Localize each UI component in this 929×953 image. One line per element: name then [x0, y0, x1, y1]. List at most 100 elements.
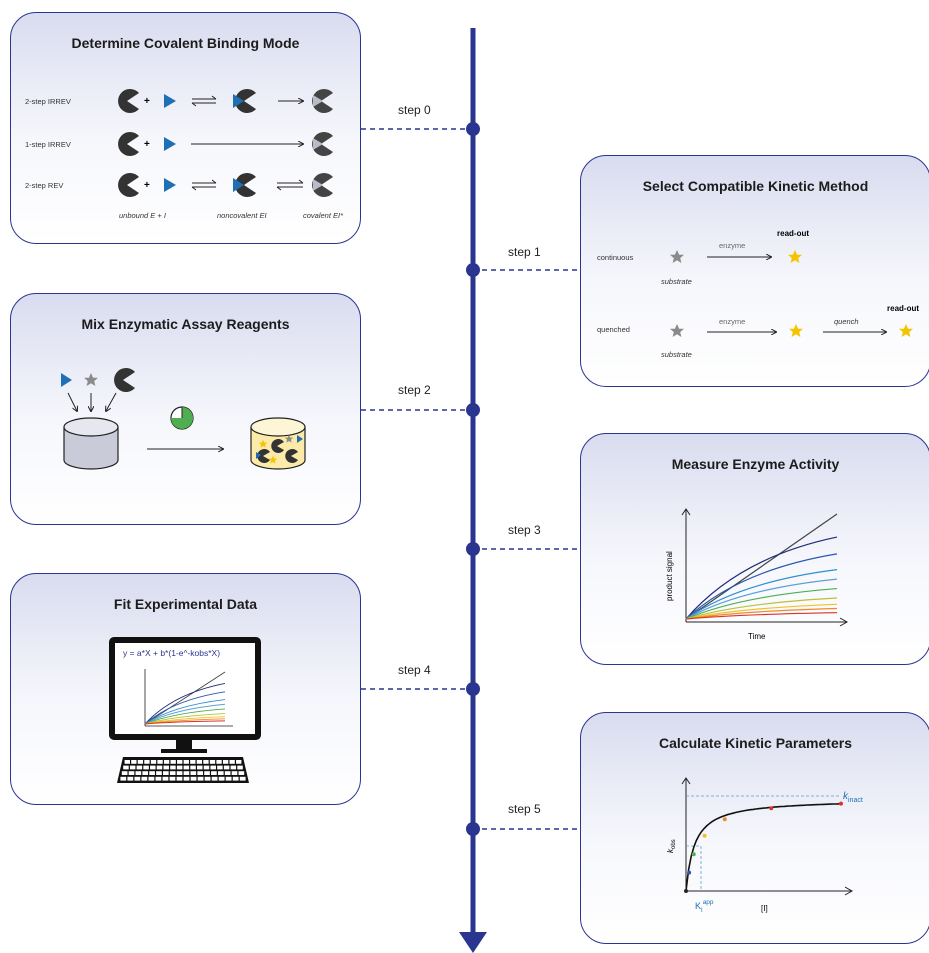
key [169, 771, 176, 775]
substrate-star-icon [670, 324, 684, 337]
key [150, 760, 157, 764]
key [170, 765, 176, 770]
data-point-0 [684, 889, 688, 893]
key [197, 765, 203, 770]
key [142, 771, 149, 775]
key [218, 776, 225, 781]
key [169, 776, 176, 781]
kobs-chart: kinact KIapp [I] kobs [666, 777, 863, 914]
step-label-0: step 0 [398, 103, 431, 117]
key [183, 760, 189, 764]
data-point-4 [722, 817, 727, 822]
key [204, 771, 210, 775]
key [137, 760, 144, 764]
key [176, 765, 183, 770]
ki-app-label: KIapp [695, 899, 714, 914]
key [224, 771, 231, 775]
activity-chart: product signal Time [665, 508, 849, 641]
key [183, 771, 190, 775]
series-line-3 [685, 569, 838, 620]
panel-mix-reagents: Mix Enzymatic Assay Reagents [10, 293, 361, 525]
label-substrate: substrate [661, 277, 692, 286]
key [156, 765, 163, 770]
series-line-8 [685, 607, 838, 620]
step1-node [466, 263, 480, 277]
key [236, 760, 242, 764]
key [156, 771, 162, 775]
inhibitor-icon [61, 373, 72, 387]
key [196, 760, 203, 764]
fit-series-line-3 [144, 699, 226, 725]
fit-series-line-9 [144, 720, 226, 725]
key [211, 776, 218, 781]
kinetic-method-scheme: continuous substrate enzyme read-out que… [597, 229, 919, 359]
plus-sign: + [144, 139, 150, 150]
y-axis-label: product signal [665, 551, 674, 601]
panel-fit-data-title: Fit Experimental Data [113, 596, 258, 612]
series-line-2 [685, 553, 838, 620]
key [155, 776, 162, 781]
key [216, 760, 222, 764]
panel-mix-reagents-title: Mix Enzymatic Assay Reagents [81, 316, 290, 332]
key [170, 760, 176, 764]
key [183, 776, 190, 781]
key [123, 765, 129, 770]
key [229, 760, 235, 764]
enzyme-icon [118, 89, 139, 113]
fit-series-line-4 [144, 703, 226, 725]
panel-binding-mode: Determine Covalent Binding Mode 2-step I… [10, 12, 361, 244]
computer-monitor-icon: y = a*X + b*(1-e^-kobs*X) [109, 637, 261, 783]
label-readout: read-out [887, 304, 919, 313]
label-quench: quench [834, 317, 859, 326]
key [222, 760, 229, 764]
key [135, 771, 142, 775]
panel-binding-mode-title: Determine Covalent Binding Mode [71, 35, 300, 51]
inhibitor-icon [164, 137, 176, 151]
key [190, 771, 197, 775]
key [237, 765, 243, 770]
key [163, 765, 169, 770]
panel-fit-data: Fit Experimental Data y = a*X + b*(1-e^-… [10, 573, 361, 805]
inhibitor-icon [164, 94, 176, 108]
key [238, 771, 245, 775]
key [177, 760, 183, 764]
key [120, 776, 127, 781]
clock-icon [170, 406, 194, 430]
binding-mode-scheme: 2-step IRREV 1-step IRREV 2-step REV + +… [25, 89, 344, 220]
key [209, 760, 216, 764]
step-label-4: step 4 [398, 663, 431, 677]
panel-kinetic-parameters: Calculate Kinetic Parameters kinact KIap… [580, 712, 929, 944]
data-point-3 [702, 833, 707, 838]
key [124, 760, 130, 764]
label-substrate: substrate [661, 350, 692, 359]
caption-unbound: unbound E + I [119, 211, 166, 220]
step4-node [466, 682, 480, 696]
series-line-4 [685, 578, 838, 620]
label-continuous: continuous [597, 253, 634, 262]
key [225, 776, 232, 781]
key [223, 765, 230, 770]
series-line-0 [685, 513, 838, 620]
key [217, 765, 223, 770]
key [134, 776, 141, 781]
step5-node [466, 822, 480, 836]
key [141, 776, 148, 781]
key [127, 776, 134, 781]
caption-covalent: covalent EI* [303, 211, 344, 220]
mix-reagents-scheme [61, 368, 306, 470]
equilibrium-arrow [191, 179, 217, 191]
panel-measure-activity: Measure Enzyme Activity product signal T… [580, 433, 929, 665]
caption-noncovalent: noncovalent EI [217, 211, 267, 220]
key [144, 760, 150, 764]
key [210, 765, 216, 770]
product-star-icon [789, 324, 803, 337]
series-line-1 [685, 536, 838, 620]
equilibrium-arrow [191, 95, 217, 107]
fit-series-line-2 [144, 691, 226, 725]
data-point-2 [691, 852, 696, 857]
y-axis-label: kobs [666, 839, 677, 853]
keyboard-icon [117, 757, 249, 783]
x-axis-label: [I] [761, 904, 768, 913]
fit-equation: y = a*X + b*(1-e^-kobs*X) [123, 648, 220, 658]
panel-kinetic-parameters-title: Calculate Kinetic Parameters [659, 735, 852, 751]
